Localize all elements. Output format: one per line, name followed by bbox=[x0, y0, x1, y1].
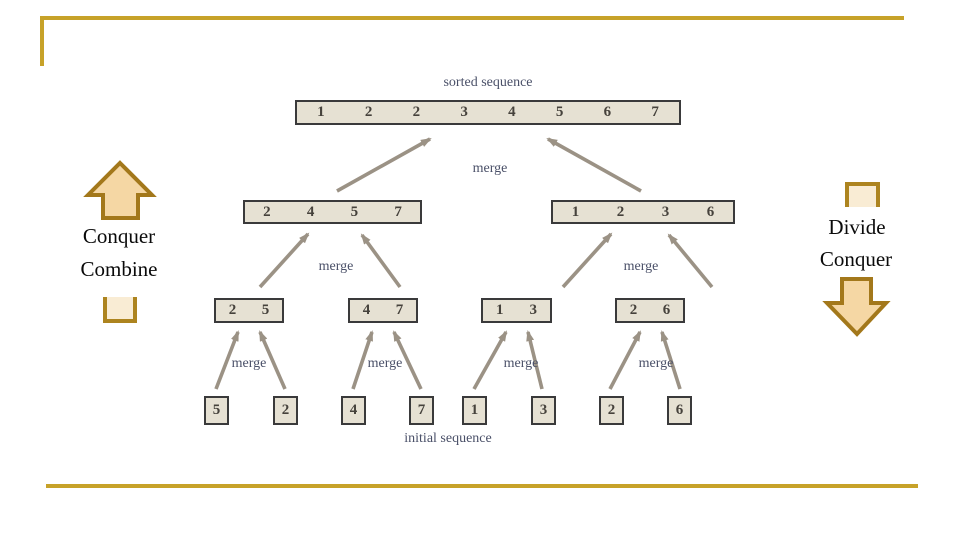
cell-value: 7 bbox=[394, 203, 402, 220]
cell-value: 1 bbox=[317, 104, 325, 120]
cell-value: 2 bbox=[263, 203, 271, 220]
merge-label-l3-2: merge bbox=[367, 356, 403, 371]
cell-value: 2 bbox=[364, 104, 373, 120]
cell-value: 2 bbox=[629, 302, 638, 318]
cell-value: 3 bbox=[529, 302, 538, 318]
leaf-box-2: 2 bbox=[273, 396, 298, 425]
pair-box-1: 2 5 bbox=[214, 298, 284, 323]
leaf-box-3: 4 bbox=[341, 396, 366, 425]
pair-box-2: 4 7 bbox=[348, 298, 418, 323]
cell-value: 5 bbox=[350, 203, 359, 220]
conquer-up-arrow-icon bbox=[83, 160, 157, 220]
leaf-box-7: 2 bbox=[599, 396, 624, 425]
merge-label-l2-right: merge bbox=[623, 259, 659, 274]
merge-label-l3-3: merge bbox=[503, 356, 539, 371]
label-conquer-right: Conquer bbox=[819, 247, 893, 271]
merge-label-top: merge bbox=[472, 161, 508, 176]
cell-value: 3 bbox=[539, 402, 548, 418]
leaf-box-1: 5 bbox=[204, 396, 229, 425]
cell-value: 2 bbox=[616, 203, 625, 220]
right-open-square-icon bbox=[845, 182, 880, 207]
cell-value: 5 bbox=[212, 402, 221, 418]
cell-value: 2 bbox=[607, 402, 616, 418]
cell-value: 6 bbox=[603, 104, 612, 120]
cell-value: 6 bbox=[706, 203, 715, 220]
frame-bottom-line bbox=[46, 484, 918, 488]
divide-down-arrow-icon bbox=[822, 277, 891, 337]
cell-value: 6 bbox=[675, 402, 684, 418]
pair-box-4: 2 6 bbox=[615, 298, 685, 323]
leaf-box-4: 7 bbox=[409, 396, 434, 425]
leaf-box-8: 6 bbox=[667, 396, 692, 425]
merge-label-l2-left: merge bbox=[318, 259, 354, 274]
frame-top-leg bbox=[40, 16, 44, 66]
cell-value: 5 bbox=[555, 104, 564, 120]
cell-value: 6 bbox=[662, 302, 671, 318]
cell-value: 5 bbox=[261, 302, 270, 318]
leaf-box-5: 1 bbox=[462, 396, 487, 425]
cell-value: 4 bbox=[306, 203, 315, 220]
cell-value: 7 bbox=[395, 302, 404, 318]
cell-value: 1 bbox=[571, 203, 580, 220]
cell-value: 3 bbox=[460, 104, 468, 120]
cell-value: 2 bbox=[281, 402, 290, 418]
initial-sequence-label: initial sequence bbox=[404, 431, 492, 446]
half-box-left: 2 4 5 7 bbox=[243, 200, 422, 224]
label-divide-right: Divide bbox=[828, 215, 886, 239]
cell-value: 7 bbox=[651, 104, 659, 120]
label-conquer-left: Conquer bbox=[82, 224, 156, 248]
merge-label-l3-1: merge bbox=[231, 356, 267, 371]
cell-value: 4 bbox=[349, 402, 358, 418]
pair-box-3: 1 3 bbox=[481, 298, 552, 323]
cell-value: 4 bbox=[362, 302, 371, 318]
frame-top-line bbox=[40, 16, 904, 20]
cell-value: 3 bbox=[661, 203, 670, 220]
cell-value: 2 bbox=[412, 104, 421, 120]
half-box-right: 1 2 3 6 bbox=[551, 200, 735, 224]
left-open-square-icon bbox=[103, 297, 137, 323]
cell-value: 2 bbox=[228, 302, 237, 318]
label-combine-left: Combine bbox=[80, 257, 158, 281]
sorted-sequence-label: sorted sequence bbox=[443, 75, 533, 90]
sorted-sequence-box: 1 2 2 3 4 5 6 7 bbox=[295, 100, 681, 125]
cell-value: 1 bbox=[496, 302, 504, 318]
cell-value: 4 bbox=[508, 104, 516, 120]
leaf-box-6: 3 bbox=[531, 396, 556, 425]
merge-label-l3-4: merge bbox=[638, 356, 674, 371]
cell-value: 1 bbox=[470, 402, 479, 418]
cell-value: 7 bbox=[417, 402, 426, 418]
